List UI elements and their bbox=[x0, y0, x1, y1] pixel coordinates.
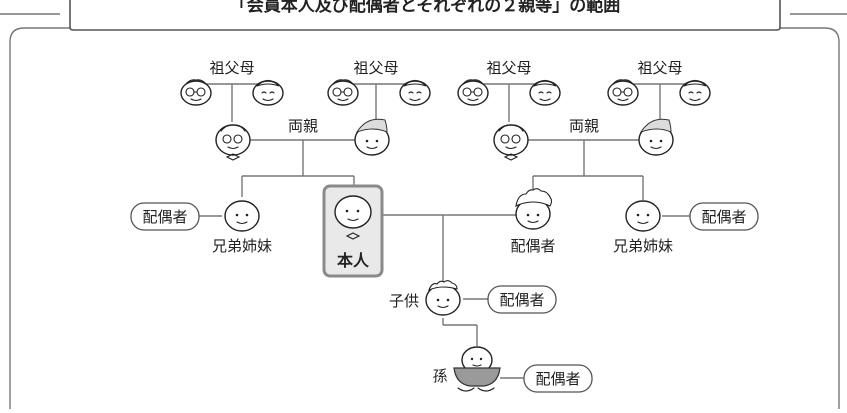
spouse-pill-grandchild: 配偶者 bbox=[523, 364, 593, 393]
grandchild-label: 孫 bbox=[432, 367, 447, 385]
grandfather-left-2 bbox=[327, 79, 359, 106]
grandparents-label-3: 祖父母 bbox=[486, 59, 531, 77]
self-box: 本人 bbox=[322, 184, 384, 278]
cradle bbox=[453, 367, 501, 387]
diagram-title: 「会員本人及び配偶者とそれぞれの２親等」の範囲 bbox=[230, 0, 621, 16]
self-label: 本人 bbox=[337, 251, 370, 270]
connector-lines bbox=[196, 83, 690, 379]
title-tab: 「会員本人及び配偶者とそれぞれの２親等」の範囲 bbox=[69, 0, 781, 31]
mother-right bbox=[638, 118, 674, 156]
child-label: 子供 bbox=[389, 292, 419, 310]
spouse-label-main: 配偶者 bbox=[510, 237, 555, 255]
spouse-label-grandchild: 配偶者 bbox=[535, 370, 580, 388]
grandmother-right-2 bbox=[679, 79, 711, 106]
grandchild bbox=[453, 346, 501, 392]
spouse-pill-right: 配偶者 bbox=[689, 202, 759, 231]
mother-left bbox=[354, 118, 390, 156]
spouse-label-child: 配偶者 bbox=[499, 291, 544, 309]
outer-frame bbox=[0, 13, 847, 409]
spouse-main bbox=[515, 188, 553, 230]
grandmother-left-2 bbox=[399, 79, 431, 106]
grandparents-label-2: 祖父母 bbox=[353, 59, 398, 77]
parents-label-right: 両親 bbox=[569, 117, 599, 135]
grandparents-label-4: 祖父母 bbox=[637, 59, 682, 77]
siblings-label-left: 兄弟姉妹 bbox=[212, 237, 272, 255]
grandfather-right-2 bbox=[607, 79, 639, 106]
sibling-left bbox=[224, 200, 260, 232]
parents-label-left: 両親 bbox=[288, 117, 318, 135]
father-right bbox=[493, 124, 529, 161]
father-left bbox=[215, 124, 251, 161]
child bbox=[425, 280, 461, 316]
siblings-label-right: 兄弟姉妹 bbox=[613, 237, 673, 255]
grandparents-label-1: 祖父母 bbox=[209, 59, 254, 77]
grandfather-right-1 bbox=[457, 79, 489, 106]
grandfather-left-1 bbox=[180, 79, 212, 106]
grandmother-right-1 bbox=[529, 79, 561, 106]
spouse-pill-child: 配偶者 bbox=[487, 285, 557, 314]
grandmother-left-1 bbox=[252, 79, 284, 106]
sibling-right bbox=[625, 200, 661, 232]
spouse-pill-left: 配偶者 bbox=[130, 202, 200, 231]
spouse-label-right: 配偶者 bbox=[701, 208, 746, 226]
spouse-label-left: 配偶者 bbox=[142, 208, 187, 226]
